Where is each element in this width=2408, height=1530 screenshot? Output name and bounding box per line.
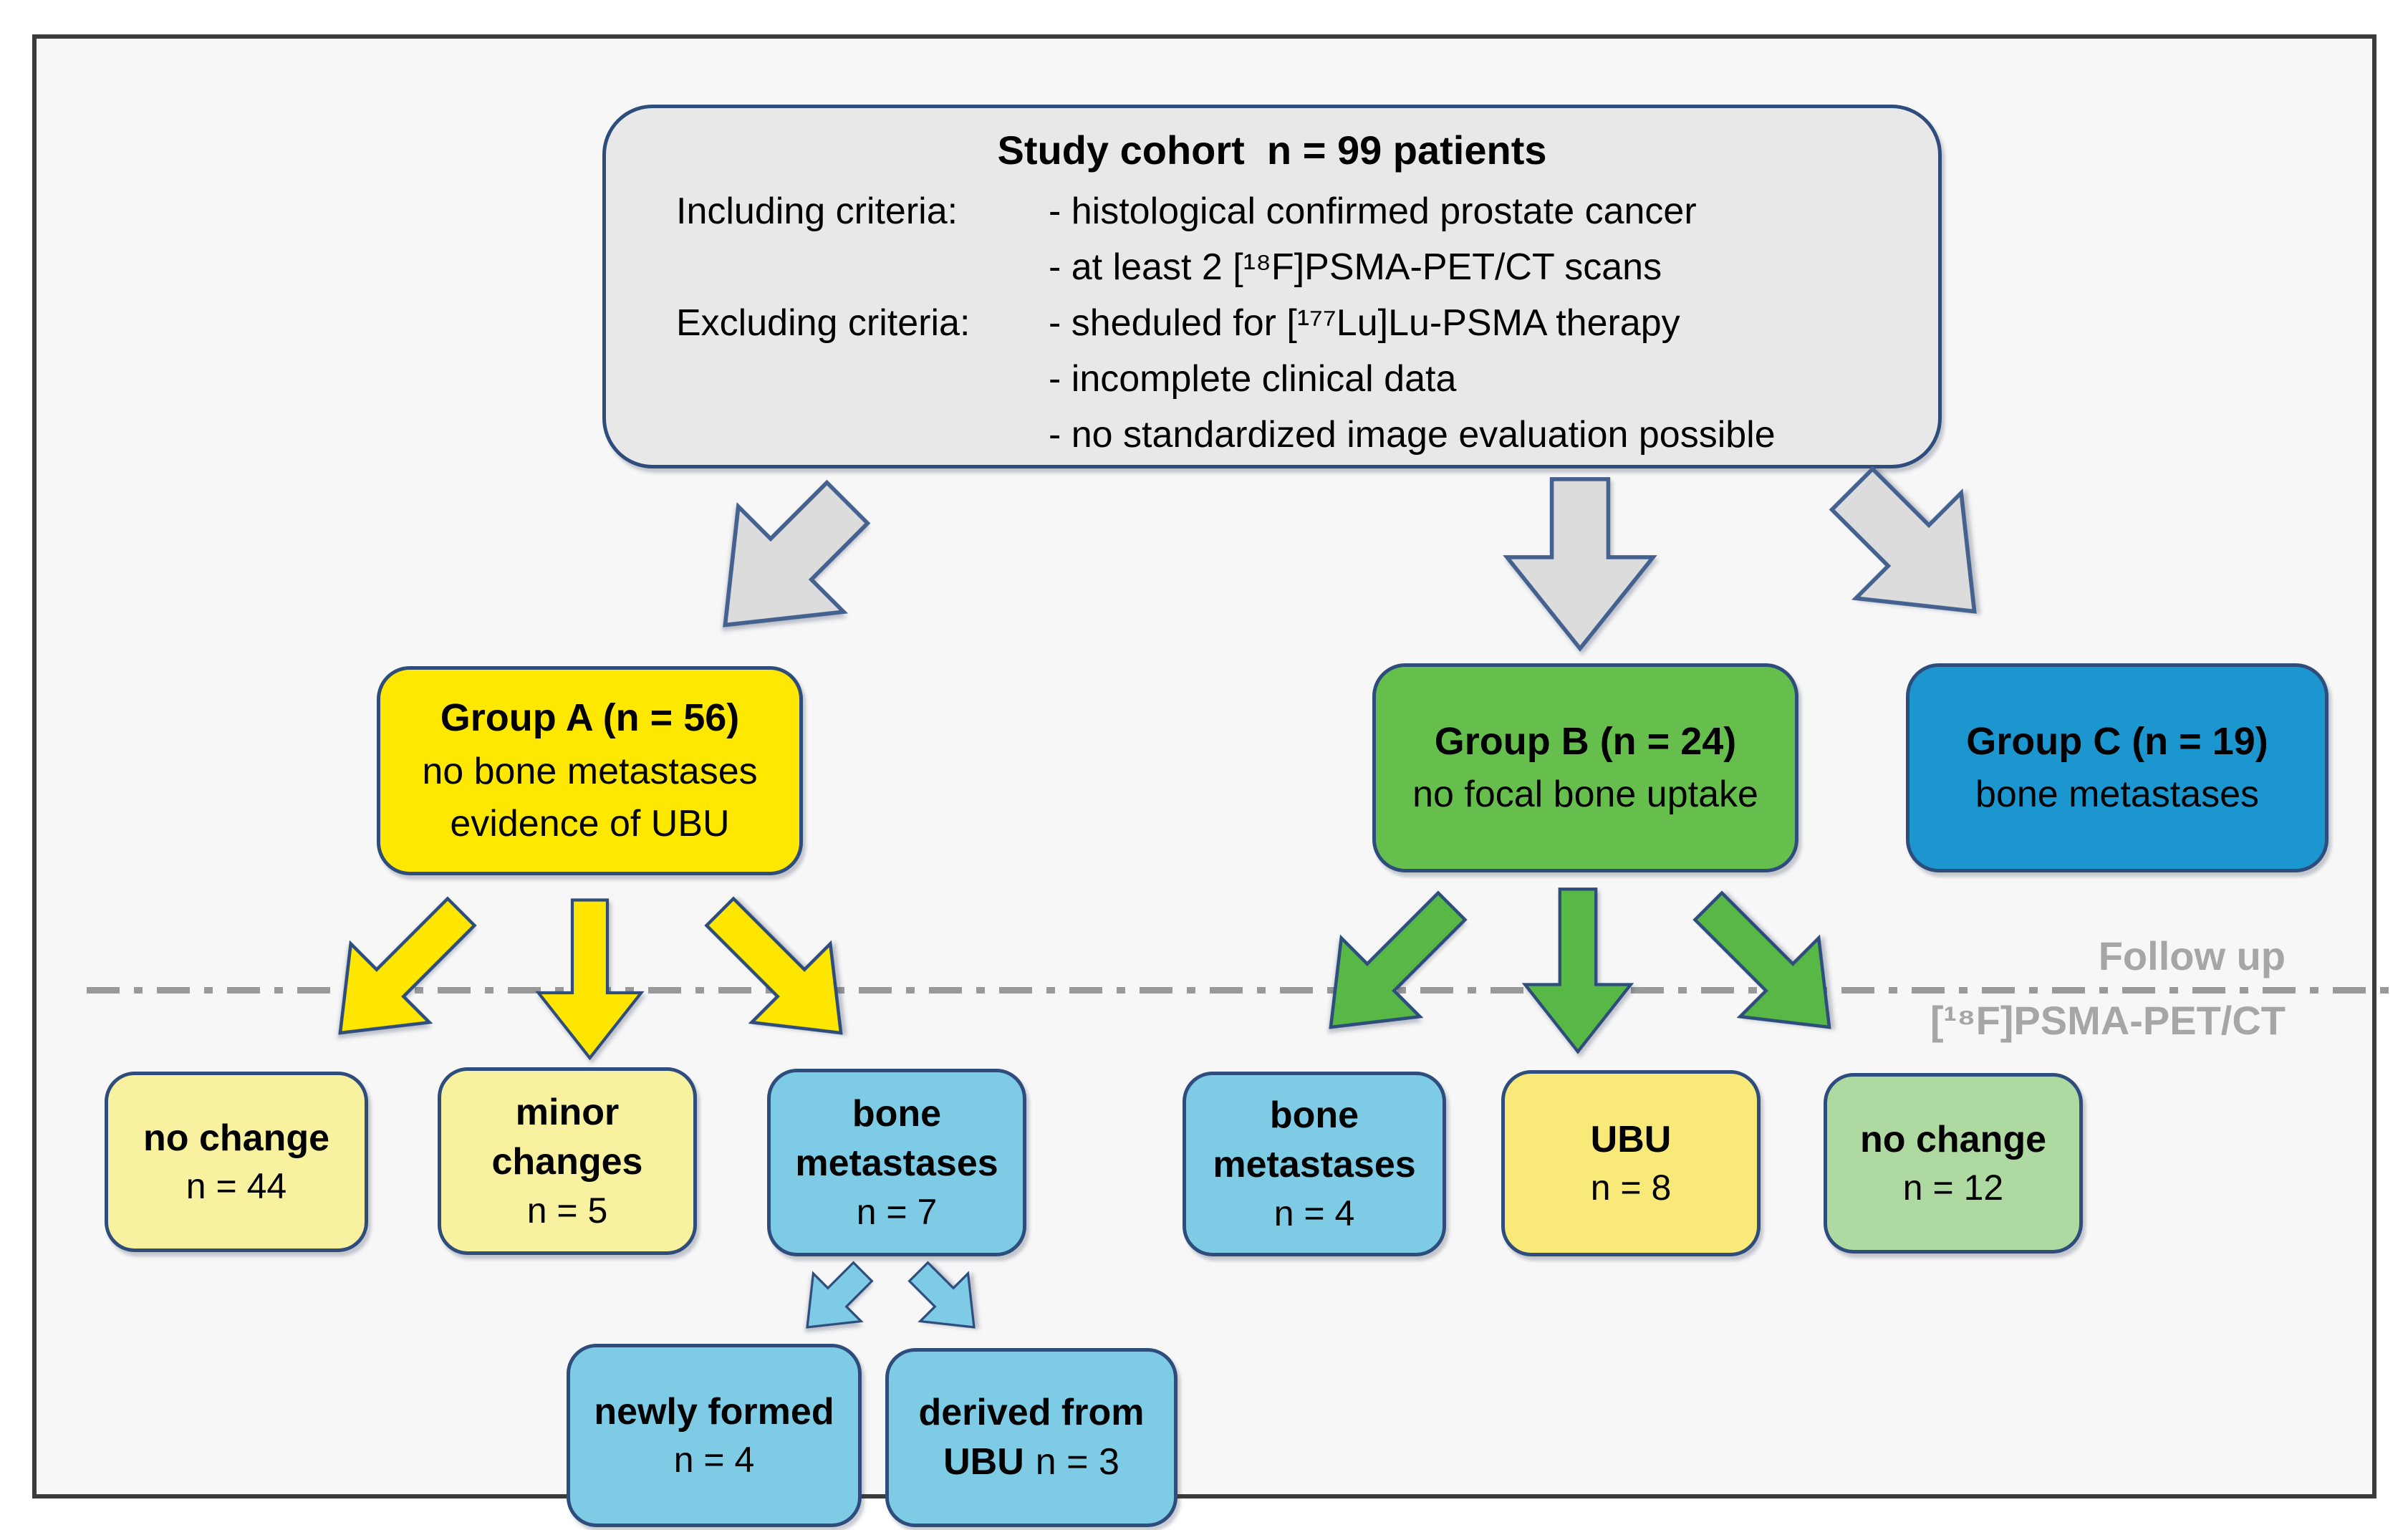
- outcome-title: bone metastases: [795, 1093, 998, 1184]
- arrow-group-b-to-no-change: [1658, 856, 1881, 1079]
- outcome-no-change-b-box: no change n = 12: [1824, 1073, 2083, 1254]
- group-b-line: no focal bone uptake: [1412, 774, 1758, 816]
- outcome-derived-ubu-box: derived from UBU n = 3: [885, 1348, 1177, 1527]
- arrow-group-b-to-ubu: [1513, 884, 1642, 1059]
- outcome-title: no change: [1859, 1118, 2047, 1160]
- arrow-group-b-to-bone-mets: [1278, 856, 1501, 1079]
- outcome-minor-changes-box: minor changes n = 5: [438, 1067, 697, 1255]
- outcome-n: n = 4: [1273, 1193, 1355, 1233]
- outcome-newly-formed-box: newly formed n = 4: [567, 1344, 862, 1527]
- outcome-title: derived from: [918, 1392, 1145, 1434]
- criteria-label: Including criteria:: [676, 191, 958, 232]
- group-c-title: Group C (n = 19): [1966, 719, 2268, 763]
- group-a-line: no bone metastases: [422, 750, 758, 792]
- outcome-bone-mets-7-box: bone metastases n = 7: [767, 1069, 1026, 1256]
- arrow-group-a-to-bone-mets: [670, 862, 892, 1084]
- outcome-n: n = 8: [1590, 1168, 1672, 1208]
- outcome-n: n = 5: [526, 1190, 608, 1231]
- group-b-box: Group B (n = 24) no focal bone uptake: [1372, 663, 1798, 872]
- outcome-n: n = 7: [856, 1191, 938, 1232]
- arrow-bone-mets-to-derived-ubu: [887, 1241, 1007, 1360]
- criteria-label: [676, 351, 1049, 407]
- outcome-subtitle-row: UBU n = 3: [943, 1438, 1119, 1487]
- arrow-group-a-to-minor-changes: [527, 892, 652, 1068]
- outcome-no-change-a-box: no change n = 44: [105, 1072, 368, 1252]
- arrow-group-a-to-no-change: [288, 862, 511, 1084]
- outcome-ubu-box: UBU n = 8: [1501, 1070, 1761, 1256]
- outcome-title: no change: [143, 1117, 330, 1159]
- followup-label: Follow up: [2098, 933, 2286, 978]
- group-a-box: Group A (n = 56) no bone metastases evid…: [377, 666, 803, 875]
- arrow-cohort-to-group-c: [1786, 423, 2044, 681]
- study-cohort-box: Study cohort n = 99 patients Including c…: [602, 105, 1942, 468]
- followup-tracer-label: [¹⁸F]PSMA-PET/CT: [1930, 998, 2286, 1043]
- criteria-label: Excluding criteria:: [676, 302, 971, 344]
- outcome-title: UBU: [1590, 1118, 1672, 1160]
- outcome-title2: UBU: [943, 1441, 1024, 1483]
- outcome-n: n = 3: [1035, 1441, 1119, 1483]
- arrow-bone-mets-to-newly-formed: [775, 1241, 895, 1360]
- diagram-frame: Study cohort n = 99 patients Including c…: [32, 34, 2400, 1527]
- outcome-title: newly formed: [594, 1390, 834, 1433]
- criteria-label: [676, 407, 1049, 463]
- group-a-line: evidence of UBU: [450, 803, 730, 845]
- arrow-cohort-to-group-b: [1490, 474, 1670, 657]
- criteria-item: - incomplete clinical data: [1049, 358, 1457, 400]
- criteria-item: - at least 2 [¹⁸F]PSMA-PET/CT scans: [1049, 246, 1662, 288]
- criteria-item: - no standardized image evaluation possi…: [1049, 414, 1776, 456]
- group-c-line: bone metastases: [1975, 774, 2260, 816]
- group-a-title: Group A (n = 56): [440, 696, 740, 739]
- arrow-cohort-to-group-a: [656, 436, 915, 695]
- outcome-bone-mets-4-box: bone metastases n = 4: [1183, 1072, 1446, 1256]
- outcome-n: n = 12: [1902, 1168, 2004, 1208]
- criteria-item: - histological confirmed prostate cancer: [1049, 191, 1697, 232]
- study-cohort-title: Study cohort n = 99 patients: [997, 128, 1547, 173]
- outcome-n: n = 4: [673, 1440, 755, 1481]
- outcome-title: minor changes: [491, 1092, 643, 1183]
- criteria-label: [676, 239, 1049, 295]
- criteria-item: - sheduled for [¹⁷⁷Lu]Lu-PSMA therapy: [1049, 302, 1680, 344]
- cohort-criteria-list: Including criteria: - histological confi…: [635, 183, 1909, 463]
- outcome-title: bone metastases: [1213, 1094, 1416, 1185]
- group-b-title: Group B (n = 24): [1434, 719, 1737, 763]
- group-c-box: Group C (n = 19) bone metastases: [1906, 663, 2328, 872]
- outcome-n: n = 44: [186, 1166, 287, 1207]
- followup-divider-line: [87, 987, 2400, 993]
